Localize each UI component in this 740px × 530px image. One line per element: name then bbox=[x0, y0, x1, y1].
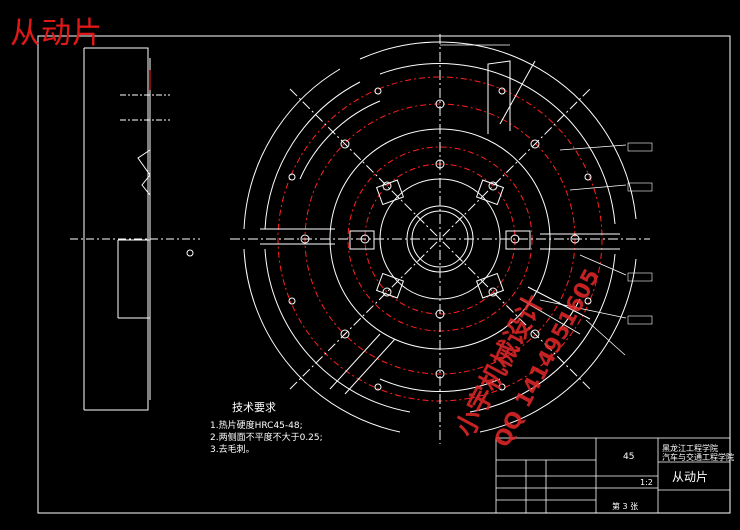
tech-req-item-2: 2.两侧面不平度不大于0.25; bbox=[210, 433, 323, 443]
center-lines bbox=[230, 34, 650, 444]
tech-req-item-3: 3.去毛刺。 bbox=[210, 445, 255, 455]
rivet-holes bbox=[288, 87, 592, 391]
drawing-frame bbox=[37, 35, 731, 514]
material-label: 45 bbox=[623, 452, 635, 462]
school-line2: 汽车与交通工程学院 bbox=[662, 453, 734, 462]
part-name: 从动片 bbox=[672, 470, 709, 484]
callout-boxes bbox=[627, 142, 653, 325]
sheet-label: 第 3 张 bbox=[612, 502, 639, 511]
scale-label: 1:2 bbox=[640, 478, 653, 487]
tech-req-heading: 技术要求 bbox=[232, 401, 276, 414]
technical-requirements: 技术要求 1.热片硬度HRC45-48; 2.两侧面不平度不大于0.25; 3.… bbox=[210, 402, 323, 456]
spring-windows bbox=[349, 179, 531, 299]
drawing-title: 从动片 bbox=[10, 16, 103, 51]
radial-slots bbox=[260, 60, 620, 395]
front-view bbox=[230, 34, 650, 444]
school-line1: 黑龙江工程学院 bbox=[662, 444, 718, 453]
leader-lines bbox=[440, 44, 627, 356]
tech-req-item-1: 1.热片硬度HRC45-48; bbox=[210, 421, 303, 431]
side-section-view bbox=[70, 47, 200, 411]
title-block bbox=[495, 437, 731, 514]
